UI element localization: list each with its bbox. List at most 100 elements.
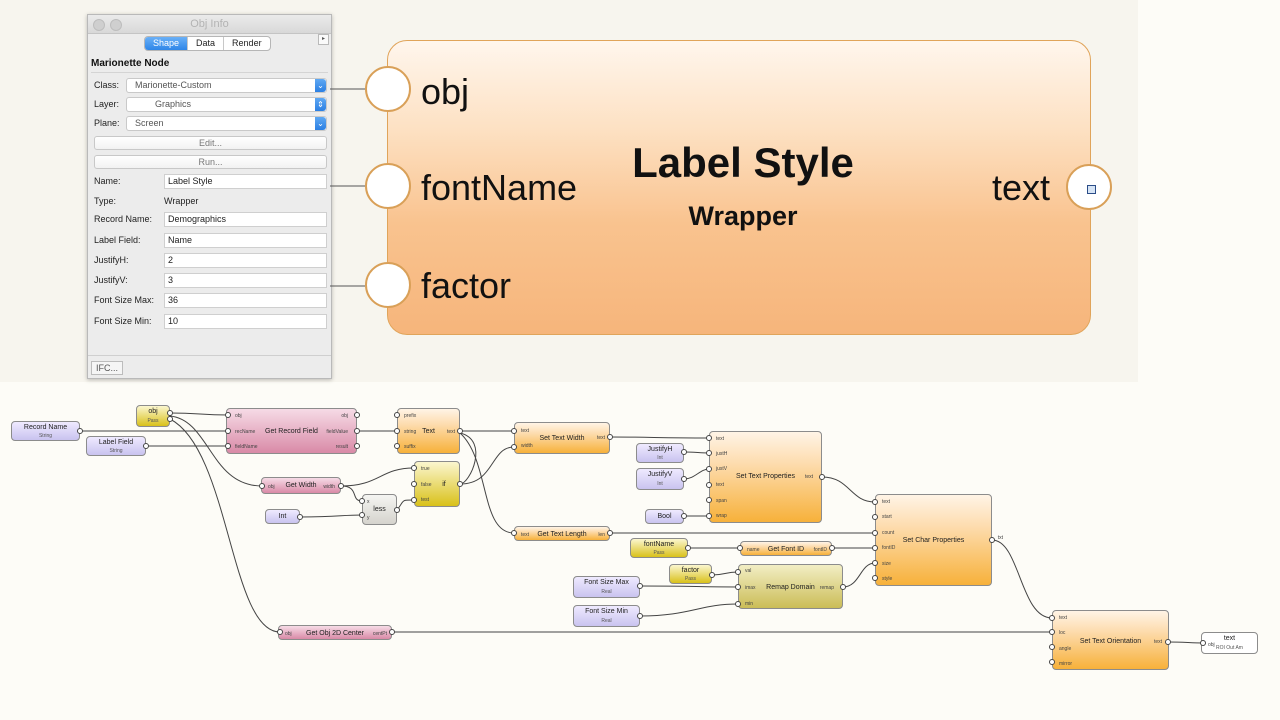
- node-port[interactable]: [872, 514, 878, 520]
- node-port[interactable]: [872, 530, 878, 536]
- node-port[interactable]: [872, 545, 878, 551]
- node-port[interactable]: [829, 545, 835, 551]
- node-port[interactable]: [685, 545, 691, 551]
- record-name-field[interactable]: Demographics: [164, 212, 327, 227]
- get-obj-2d-center-node[interactable]: obj Get Obj 2D Center centPt: [278, 625, 392, 640]
- layer-dropdown[interactable]: Graphics ⇕: [126, 97, 327, 112]
- node-port[interactable]: [1200, 640, 1206, 646]
- justifyh-field[interactable]: 2: [164, 253, 327, 268]
- plane-dropdown[interactable]: Screen ⌄: [126, 116, 327, 131]
- text-node[interactable]: prefix string suffix Text text: [397, 408, 460, 454]
- font-size-max-node[interactable]: Font Size Max Real: [573, 576, 640, 598]
- node-port[interactable]: [411, 465, 417, 471]
- output-port-text[interactable]: [1066, 164, 1112, 210]
- justifyv-node[interactable]: JustifyV Int: [636, 468, 684, 490]
- set-text-orientation-node[interactable]: text loc angle mirror Set Text Orientati…: [1052, 610, 1169, 670]
- node-port[interactable]: [225, 443, 231, 449]
- get-font-id-node[interactable]: name Get Font ID fontID: [740, 541, 832, 556]
- remap-domain-node[interactable]: val imax min Remap Domain remap: [738, 564, 843, 609]
- node-port[interactable]: [706, 466, 712, 472]
- node-port[interactable]: [338, 483, 344, 489]
- palette-menu-arrow-icon[interactable]: ▸: [318, 34, 329, 45]
- node-port[interactable]: [359, 512, 365, 518]
- if-node[interactable]: true false if test: [414, 461, 460, 507]
- node-port[interactable]: [872, 560, 878, 566]
- font-size-min-node[interactable]: Font Size Min Real: [573, 605, 640, 627]
- node-port[interactable]: [457, 428, 463, 434]
- run-button[interactable]: Run...: [94, 155, 327, 169]
- node-port[interactable]: [637, 583, 643, 589]
- node-port[interactable]: [354, 412, 360, 418]
- node-port[interactable]: [1049, 615, 1055, 621]
- node-port[interactable]: [411, 497, 417, 503]
- int-node[interactable]: Int: [265, 509, 300, 524]
- text-output-node[interactable]: obj text ROI Out Am: [1201, 632, 1258, 654]
- node-port[interactable]: [735, 584, 741, 590]
- label-field-field[interactable]: Name: [164, 233, 327, 248]
- close-icon[interactable]: [93, 19, 105, 31]
- font-size-min-field[interactable]: 10: [164, 314, 327, 329]
- set-text-width-node[interactable]: text width Set Text Width text: [514, 422, 610, 454]
- node-port[interactable]: [706, 513, 712, 519]
- tab-shape[interactable]: Shape: [145, 37, 188, 50]
- node-port[interactable]: [681, 449, 687, 455]
- fontname-pass-node[interactable]: fontName Pass: [630, 538, 688, 558]
- record-name-node[interactable]: Record Name String: [11, 421, 80, 441]
- justifyv-field[interactable]: 3: [164, 273, 327, 288]
- node-port[interactable]: [840, 584, 846, 590]
- node-port[interactable]: [607, 434, 613, 440]
- node-port[interactable]: [737, 545, 743, 551]
- name-field[interactable]: Label Style: [164, 174, 327, 189]
- palette-title-bar[interactable]: Obj Info: [88, 15, 331, 34]
- node-port[interactable]: [394, 412, 400, 418]
- node-port[interactable]: [259, 483, 265, 489]
- node-port[interactable]: [607, 530, 613, 536]
- node-port[interactable]: [394, 507, 400, 513]
- input-port-fontname[interactable]: [365, 163, 411, 209]
- get-record-field-node[interactable]: obj recName fieldName Get Record Field o…: [226, 408, 357, 454]
- node-port[interactable]: [457, 481, 463, 487]
- node-port[interactable]: [511, 444, 517, 450]
- node-port[interactable]: [709, 572, 715, 578]
- node-port[interactable]: [872, 575, 878, 581]
- input-port-factor[interactable]: [365, 262, 411, 308]
- node-port[interactable]: [989, 537, 995, 543]
- set-char-properties-node[interactable]: text start count fontID size style Set C…: [875, 494, 1003, 586]
- input-port-obj[interactable]: [365, 66, 411, 112]
- node-port[interactable]: [637, 613, 643, 619]
- node-port[interactable]: [225, 412, 231, 418]
- minimize-icon[interactable]: [110, 19, 122, 31]
- set-text-properties-node[interactable]: text justH justV text span wrap Set Text…: [709, 431, 822, 523]
- node-port[interactable]: [394, 443, 400, 449]
- class-dropdown[interactable]: Marionette-Custom ⌄: [126, 78, 327, 93]
- justifyh-node[interactable]: JustifyH Int: [636, 443, 684, 463]
- bool-node[interactable]: Bool: [645, 509, 684, 524]
- less-node[interactable]: x less y: [362, 494, 397, 525]
- node-port[interactable]: [143, 443, 149, 449]
- node-port[interactable]: [681, 476, 687, 482]
- node-port[interactable]: [706, 482, 712, 488]
- node-port[interactable]: [277, 629, 283, 635]
- node-port[interactable]: [354, 428, 360, 434]
- node-port[interactable]: [819, 474, 825, 480]
- node-port[interactable]: [297, 514, 303, 520]
- edit-button[interactable]: Edit...: [94, 136, 327, 150]
- label-field-node[interactable]: Label Field String: [86, 436, 146, 456]
- node-port[interactable]: [354, 443, 360, 449]
- node-port[interactable]: [706, 497, 712, 503]
- obj-pass-node[interactable]: obj Pass: [136, 405, 170, 427]
- node-port[interactable]: [735, 601, 741, 607]
- node-port[interactable]: [735, 569, 741, 575]
- node-port[interactable]: [1165, 639, 1171, 645]
- node-port[interactable]: [167, 410, 173, 416]
- get-width-node[interactable]: obj Get Width width: [261, 477, 341, 494]
- node-port[interactable]: [511, 530, 517, 536]
- node-port[interactable]: [681, 513, 687, 519]
- node-port[interactable]: [872, 499, 878, 505]
- label-style-wrapper-node[interactable]: Label Style Wrapper obj fontName factor …: [387, 40, 1091, 335]
- node-port[interactable]: [706, 450, 712, 456]
- node-port[interactable]: [77, 428, 83, 434]
- node-port[interactable]: [411, 481, 417, 487]
- node-port[interactable]: [1049, 644, 1055, 650]
- node-port[interactable]: [389, 629, 395, 635]
